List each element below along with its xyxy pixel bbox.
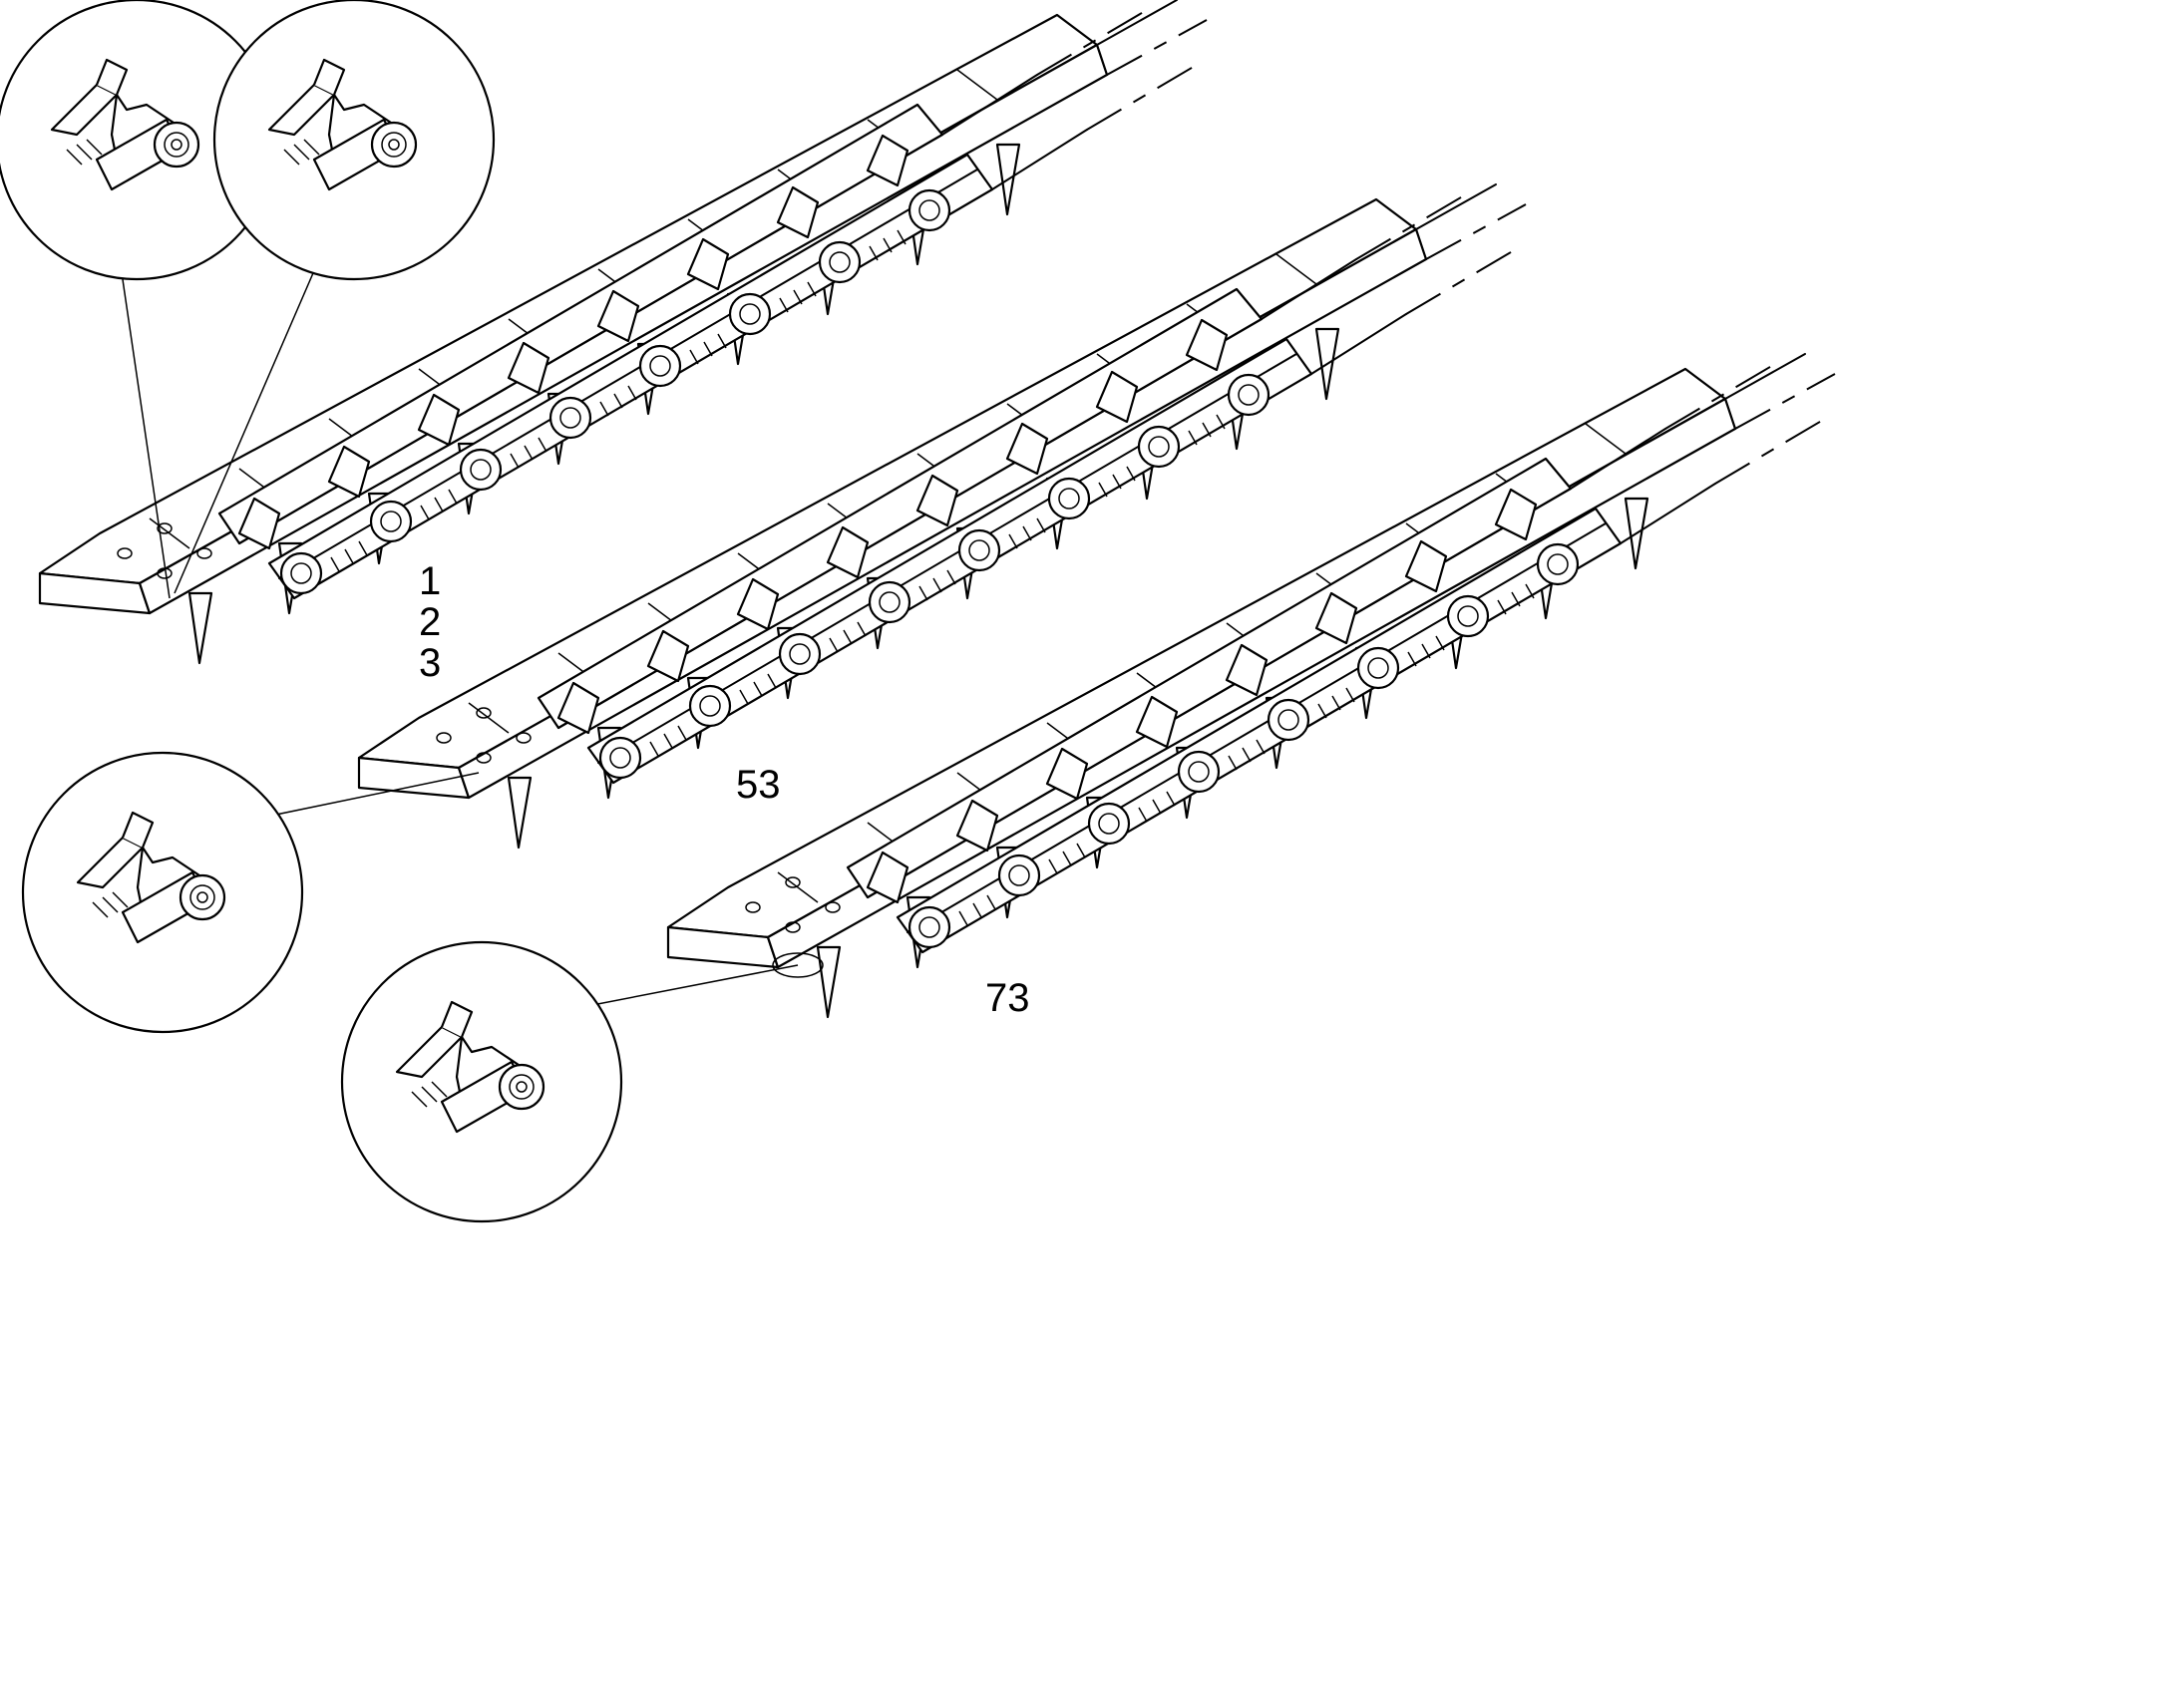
callout-73: 73 bbox=[985, 976, 1030, 1020]
chain-assembly-bottom bbox=[666, 352, 1837, 1019]
detail-bubble-3 bbox=[21, 751, 480, 1034]
callout-2: 2 bbox=[419, 600, 441, 644]
chain-assembly-middle bbox=[357, 182, 1528, 850]
detail-bubble-1 bbox=[0, 0, 278, 599]
detail-bubble-2 bbox=[174, 0, 496, 594]
callout-1: 1 bbox=[419, 559, 441, 603]
detail-bubble-4 bbox=[340, 940, 824, 1223]
callout-53: 53 bbox=[736, 763, 781, 807]
callout-3: 3 bbox=[419, 641, 441, 685]
